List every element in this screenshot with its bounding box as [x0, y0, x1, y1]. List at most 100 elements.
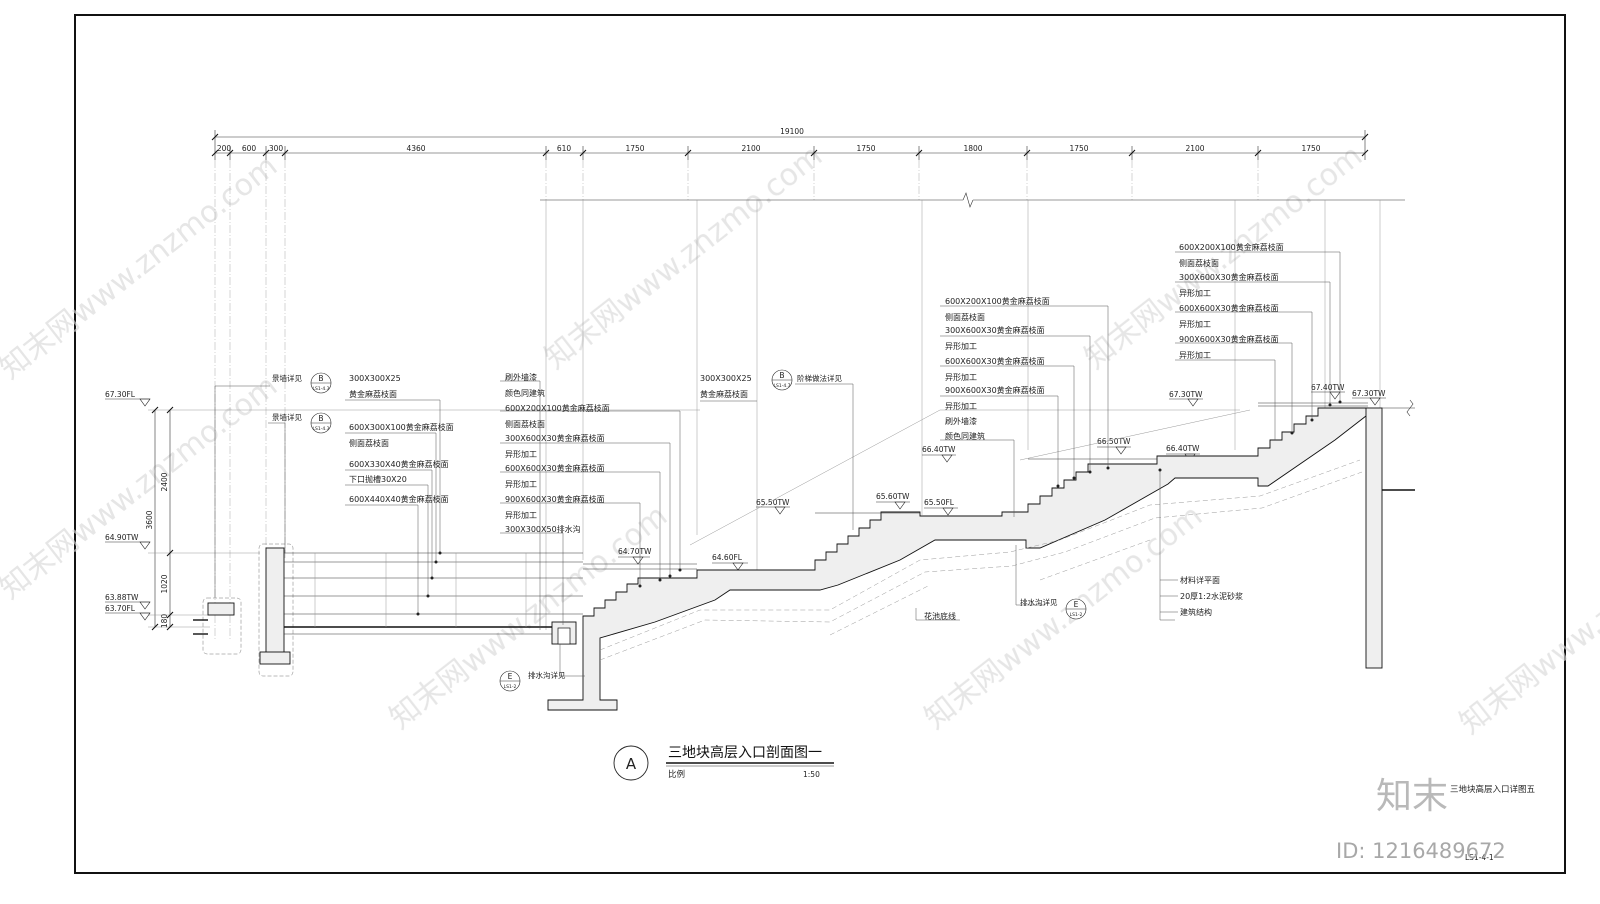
svg-text:异形加工: 异形加工	[1179, 350, 1211, 360]
leader-lines	[214, 251, 1341, 677]
elevation-marker: 67.30TW	[1169, 390, 1203, 407]
stone-layer-lines	[583, 402, 1368, 570]
svg-text:侧面荔枝面: 侧面荔枝面	[505, 419, 545, 429]
svg-text:600X440X40黄金麻荔枝面: 600X440X40黄金麻荔枝面	[349, 494, 449, 504]
notes-wall-body: 600X300X100黄金麻荔枝面 侧面荔枝面 600X330X40黄金麻荔枝面…	[349, 422, 454, 504]
svg-text:黄金麻荔枝面: 黄金麻荔枝面	[349, 389, 397, 399]
leader-dots	[416, 400, 1342, 616]
svg-text:67.30TW: 67.30TW	[1169, 390, 1203, 399]
dim-segment: 300	[269, 144, 284, 153]
svg-text:20厚1:2水泥砂浆: 20厚1:2水泥砂浆	[1180, 591, 1243, 601]
svg-text:黄金麻荔枝面: 黄金麻荔枝面	[700, 389, 748, 399]
watermark-text: 知末网www.znzmo.com	[538, 138, 829, 376]
elevation-marker: 64.60FL	[712, 553, 748, 571]
flower-bed-lines	[599, 409, 1363, 661]
svg-text:颜色同建筑: 颜色同建筑	[505, 388, 545, 398]
elevation-marker: 67.40TW	[1311, 383, 1345, 400]
dim-vertical: 180	[160, 614, 169, 629]
svg-text:600X300X100黄金麻荔枝面: 600X300X100黄金麻荔枝面	[349, 422, 454, 432]
dim-overall: 19100	[780, 127, 804, 136]
svg-text:300X600X30黄金麻荔枝面: 300X600X30黄金麻荔枝面	[1179, 272, 1279, 282]
dim-vertical: 3600	[145, 510, 154, 529]
svg-text:景墙详见: 景墙详见	[272, 373, 302, 383]
dim-segment: 1750	[1069, 144, 1088, 153]
notes-right-top: 600X200X100黄金麻荔枝面 侧面荔枝面 300X600X30黄金麻荔枝面…	[1179, 242, 1284, 360]
dim-segment: 4360	[406, 144, 425, 153]
dim-segment: 1750	[1301, 144, 1320, 153]
sheet-title: 三地块高层入口详图五	[1450, 784, 1536, 795]
svg-text:63.70FL: 63.70FL	[105, 604, 136, 613]
svg-text:65.60TW: 65.60TW	[876, 492, 910, 501]
svg-text:排水沟详见: 排水沟详见	[528, 670, 566, 680]
svg-text:65.50TW: 65.50TW	[756, 498, 790, 507]
notes-wall-top: 300X300X25 黄金麻荔枝面	[349, 374, 401, 399]
svg-text:900X600X30黄金麻荔枝面: 900X600X30黄金麻荔枝面	[505, 494, 605, 504]
watermark-text: 知末网www.znzmo.com	[1453, 503, 1600, 741]
svg-text:600X200X100黄金麻荔枝面: 600X200X100黄金麻荔枝面	[1179, 242, 1284, 252]
dim-segment: 2100	[1185, 144, 1204, 153]
elevation-marker: 65.50TW	[756, 498, 790, 515]
svg-text:侧面荔枝面: 侧面荔枝面	[945, 312, 985, 322]
brand-watermark: 知末	[1376, 776, 1448, 817]
svg-text:300X600X30黄金麻荔枝面: 300X600X30黄金麻荔枝面	[505, 433, 605, 443]
svg-text:侧面荔枝面: 侧面荔枝面	[1179, 258, 1219, 268]
dim-vertical: 2400	[160, 472, 169, 491]
svg-text:600X600X30黄金麻荔枝面: 600X600X30黄金麻荔枝面	[1179, 303, 1279, 313]
dim-segment: 2100	[741, 144, 760, 153]
svg-text:67.40TW: 67.40TW	[1311, 383, 1345, 392]
svg-text:E: E	[1074, 600, 1079, 609]
sheet-number: LS1-4-1	[1465, 853, 1494, 862]
svg-text:B: B	[779, 371, 784, 380]
svg-text:900X600X30黄金麻荔枝面: 900X600X30黄金麻荔枝面	[1179, 334, 1279, 344]
svg-text:异形加工: 异形加工	[505, 479, 537, 489]
elevation-marker: 67.30FL	[105, 390, 151, 407]
svg-text:异形加工: 异形加工	[945, 401, 977, 411]
svg-text:下口抛槽30X20: 下口抛槽30X20	[349, 474, 407, 484]
detail-tag: 景墙详见 B LS1-4.3	[272, 372, 332, 394]
notes-mid-top: 300X300X25 黄金麻荔枝面	[700, 374, 752, 399]
svg-text:300X600X30黄金麻荔枝面: 300X600X30黄金麻荔枝面	[945, 325, 1045, 335]
svg-text:300X300X50排水沟: 300X300X50排水沟	[505, 524, 581, 534]
watermark-text: 知末网www.znzmo.com	[0, 368, 284, 606]
dim-segment: 610	[557, 144, 572, 153]
svg-text:65.50FL: 65.50FL	[924, 498, 955, 507]
reference-line	[540, 192, 1405, 630]
svg-text:阶梯做法详见: 阶梯做法详见	[797, 373, 842, 383]
svg-text:66.50TW: 66.50TW	[1097, 437, 1131, 446]
svg-text:64.90TW: 64.90TW	[105, 533, 139, 542]
svg-text:E: E	[508, 672, 513, 681]
svg-text:建筑结构: 建筑结构	[1180, 607, 1212, 617]
section-mark-letter: A	[626, 755, 637, 773]
notes-layers: 材料详平面 20厚1:2水泥砂浆 建筑结构	[1160, 575, 1243, 617]
elevation-marker: 66.40TW	[922, 445, 956, 463]
dim-segment: 1800	[963, 144, 982, 153]
stair-slab	[547, 399, 1415, 711]
drawing-title: 三地块高层入口剖面图一	[668, 744, 822, 761]
svg-text:颜色同建筑: 颜色同建筑	[945, 431, 985, 441]
elevation-marker: 65.60TW	[876, 492, 910, 510]
detail-tag: 景墙详见 B LS1-4.3	[272, 412, 332, 434]
svg-text:LS1-2: LS1-2	[1070, 612, 1083, 618]
svg-text:B: B	[318, 374, 323, 383]
detail-tag: E LS1-2 排水沟详见	[499, 670, 566, 692]
svg-text:排水沟详见: 排水沟详见	[1020, 597, 1058, 607]
section-mark	[613, 745, 649, 781]
svg-text:异形加工: 异形加工	[1179, 288, 1211, 298]
id-watermark: ID: 1216489672	[1336, 839, 1506, 863]
dim-segment: 200	[217, 144, 232, 153]
detail-tag: B LS1-4.7 阶梯做法详见	[771, 369, 842, 391]
svg-text:600X200X100黄金麻荔枝面: 600X200X100黄金麻荔枝面	[945, 296, 1050, 306]
dim-vertical: 1020	[160, 574, 169, 593]
svg-text:LS1-2: LS1-2	[504, 684, 517, 690]
svg-text:LS1-4.3: LS1-4.3	[312, 386, 329, 392]
elevation-marker: 66.50TW	[1097, 437, 1131, 455]
elevation-marker: 63.88TW	[105, 593, 151, 610]
svg-text:刷外墙漆: 刷外墙漆	[945, 416, 977, 426]
svg-text:B: B	[318, 414, 323, 423]
drainage-channel	[551, 621, 577, 645]
svg-text:66.40TW: 66.40TW	[1166, 444, 1200, 453]
svg-text:66.40TW: 66.40TW	[922, 445, 956, 454]
elevation-marker: 67.30TW	[1352, 389, 1386, 406]
elevation-marker: 65.50FL	[924, 498, 958, 516]
dim-segment: 1750	[625, 144, 644, 153]
